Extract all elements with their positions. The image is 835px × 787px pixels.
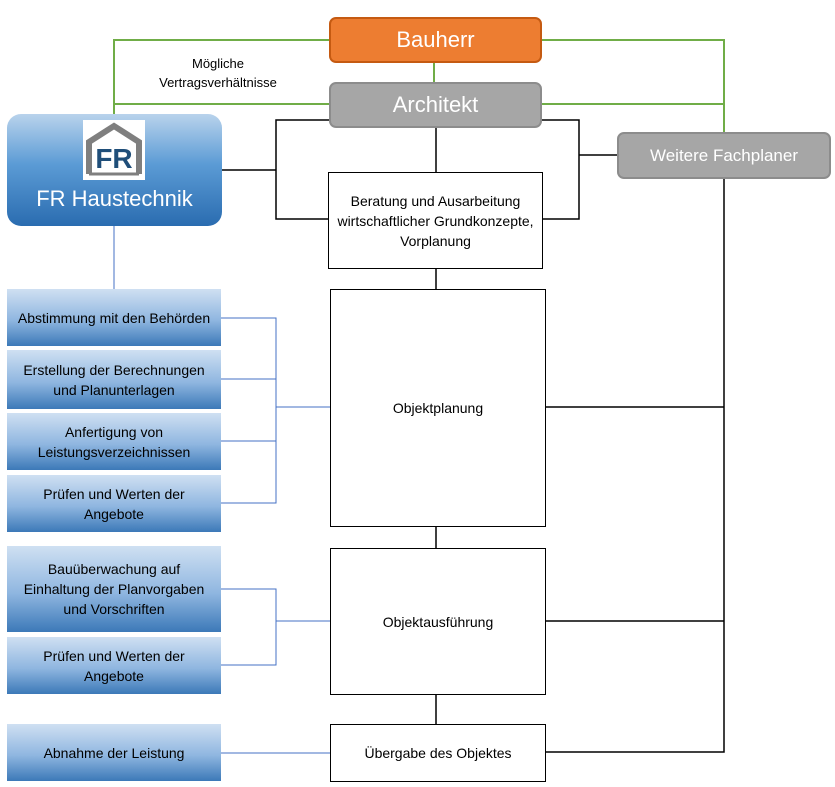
- task-pruefen-1-label: Prüfen und Werten der Angebote: [43, 485, 185, 522]
- task-abnahme-label: Abnahme der Leistung: [43, 744, 185, 761]
- fr-haustechnik-box: FR FR Haustechnik: [7, 114, 222, 226]
- bauherr-label: Bauherr: [396, 27, 475, 52]
- task-bauueberwachung: Bauüberwachung auf Einhaltung der Planvo…: [7, 546, 221, 632]
- architekt-box: Architekt: [329, 82, 542, 128]
- phase-uebergabe-label: Übergabe des Objektes: [364, 745, 512, 761]
- contract-note-line2: Vertragsverhältnisse: [159, 75, 277, 90]
- architekt-label: Architekt: [392, 92, 479, 117]
- task-bauueberwachung-label: Bauüberwachung auf Einhaltung der Planvo…: [23, 561, 205, 617]
- task-lines: [113, 226, 331, 754]
- process-lines: [222, 119, 725, 753]
- phase-objektausfuehrung: Objektausführung: [330, 548, 546, 695]
- task-pruefen-1: Prüfen und Werten der Angebote: [7, 475, 221, 532]
- task-pruefen-2-label: Prüfen und Werten der Angebote: [43, 647, 185, 684]
- task-anfertigung-label: Anfertigung von Leistungsverzeichnissen: [37, 423, 191, 460]
- phase-objektplanung: Objektplanung: [330, 289, 546, 527]
- phase-beratung-label: Beratung und Ausarbeitung wirtschaftlich…: [337, 192, 534, 249]
- fr-haustechnik-label: FR Haustechnik: [36, 186, 193, 211]
- contract-note: Mögliche Vertragsverhältnisse: [118, 54, 318, 92]
- phase-beratung: Beratung und Ausarbeitung wirtschaftlich…: [328, 172, 543, 269]
- phase-objektplanung-label: Objektplanung: [392, 400, 484, 416]
- fachplaner-label: Weitere Fachplaner: [649, 145, 799, 165]
- contract-note-line1: Mögliche: [191, 56, 245, 71]
- contract-lines: [113, 39, 725, 132]
- phase-uebergabe: Übergabe des Objektes: [330, 724, 546, 782]
- phase-objektausfuehrung-label: Objektausführung: [382, 613, 494, 630]
- fachplaner-box: Weitere Fachplaner: [617, 132, 831, 179]
- task-abstimmung: Abstimmung mit den Behörden: [7, 289, 221, 346]
- task-pruefen-2: Prüfen und Werten der Angebote: [7, 637, 221, 694]
- task-erstellung: Erstellung der Berechnungen und Planunte…: [7, 350, 221, 409]
- fr-house-logo-icon: FR: [83, 120, 145, 180]
- task-erstellung-label: Erstellung der Berechnungen und Planunte…: [23, 361, 205, 398]
- bauherr-box: Bauherr: [329, 17, 542, 63]
- task-abnahme: Abnahme der Leistung: [7, 724, 221, 781]
- svg-text:FR: FR: [95, 143, 132, 174]
- task-anfertigung: Anfertigung von Leistungsverzeichnissen: [7, 413, 221, 470]
- task-abstimmung-label: Abstimmung mit den Behörden: [17, 309, 211, 326]
